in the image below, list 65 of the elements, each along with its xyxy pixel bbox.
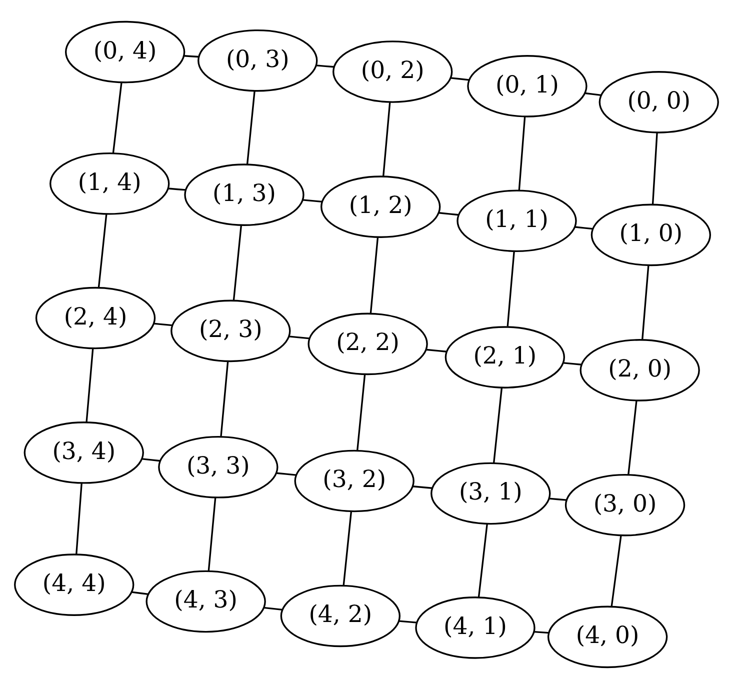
connector [450,76,470,80]
connector [98,213,108,288]
connector [439,212,459,216]
node-ellipse: (2, 2) [308,312,428,375]
connector [399,620,417,623]
connector [264,606,282,610]
node-ellipse: (1, 2) [320,175,441,238]
connector [518,116,526,190]
node-ellipse: (4, 0) [547,605,668,668]
connector [76,482,82,554]
connector [412,485,432,488]
connector [302,198,322,202]
connector [549,497,567,500]
node-ellipse: (0, 3) [198,28,318,92]
node-ellipse: (4, 3) [146,570,266,632]
node-ellipse: (2, 1) [444,326,566,388]
connector [246,90,256,164]
node-ellipse: (3, 2) [294,449,414,512]
connector [168,187,186,190]
connector [232,224,242,300]
connector [628,400,638,474]
node-ellipse: (2, 0) [580,338,700,401]
connector [534,630,549,634]
node-ellipse: (0, 0) [598,70,719,133]
connector [342,510,352,585]
connector [610,534,622,606]
connector [142,458,160,462]
connector [575,226,593,230]
node-ellipse: (1, 1) [456,189,577,252]
connector [478,523,488,597]
node-ellipse: (4, 1) [415,596,536,658]
connector [356,374,366,450]
connector [131,590,148,595]
node-ellipse: (1, 0) [590,203,712,266]
connector [382,102,391,176]
connector [276,472,296,476]
node-ellipse: (2, 3) [170,299,291,362]
node-ellipse: (1, 3) [184,163,304,226]
connector [370,236,379,314]
connector [208,496,216,571]
connector [288,335,310,339]
node-ellipse: (3, 3) [158,436,278,498]
node-ellipse: (3, 4) [24,421,144,484]
connector [585,92,602,96]
connector [564,362,582,365]
connector [642,264,650,340]
connector [184,54,199,58]
node-ellipse: (0, 4) [65,20,186,83]
node-ellipse: (0, 1) [467,54,588,117]
connector [220,360,229,436]
connector [506,250,515,326]
node-ellipse: (0, 2) [332,40,453,102]
node-ellipse: (1, 4) [50,152,170,214]
connector [154,322,172,326]
node-ellipse: (4, 4) [14,553,134,616]
connector [86,348,94,422]
connector [316,64,334,68]
connector [426,348,447,352]
connector [652,132,658,204]
node-ellipse: (3, 1) [430,462,551,524]
node-ellipse: (3, 0) [564,473,686,536]
connector [112,82,122,153]
node-ellipse: (2, 4) [35,286,156,349]
connector [493,387,503,462]
node-ellipse: (4, 2) [280,584,401,647]
